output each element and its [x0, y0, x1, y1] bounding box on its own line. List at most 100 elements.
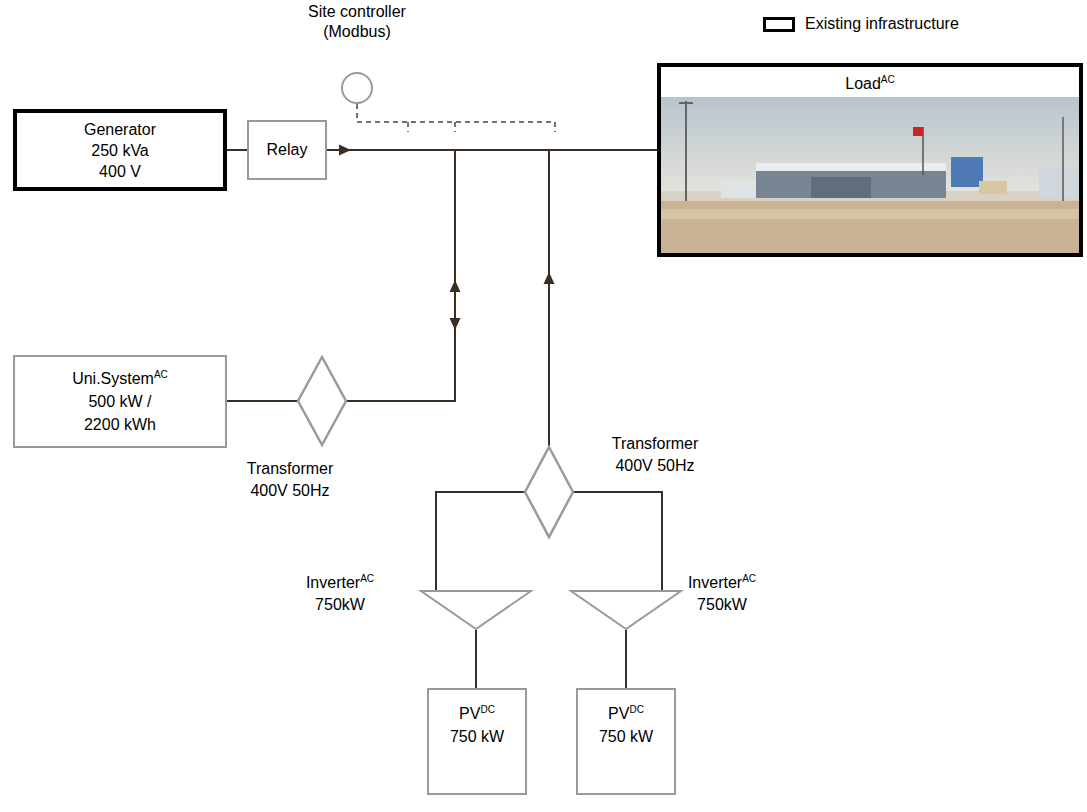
container [1039, 167, 1079, 198]
pv-array-box: PVDC750 kW [576, 688, 676, 795]
current-type: DC [480, 704, 494, 715]
shape-label: InverterAC 750kW [306, 572, 374, 616]
text-row: 750 kW [450, 725, 504, 748]
shape-label: Transformer 400V 50Hz [235, 458, 345, 502]
node-text: Load [845, 75, 881, 92]
legend-text: Existing infrastructure [805, 14, 959, 34]
text-row: Site controller (Modbus) [302, 2, 412, 42]
power-line [544, 150, 658, 446]
shape-label: InverterAC 750kW [688, 572, 756, 616]
transformer-symbol [298, 357, 346, 445]
node-text: Generator 250 kVa 400 V [78, 119, 162, 182]
node-text: Uni.System [72, 370, 154, 387]
arrowhead [544, 272, 555, 284]
text-row: InverterAC [688, 572, 756, 594]
legend: Existing infrastructure [763, 14, 959, 34]
node-text: PV [608, 705, 629, 722]
text-row: PVDC [459, 702, 495, 725]
node-text: Inverter [688, 574, 742, 591]
connector-line [227, 149, 247, 151]
inverter-symbol [571, 591, 681, 629]
inverter-symbol [421, 591, 531, 629]
controller-symbol [342, 73, 372, 103]
text-row: Transformer 400V 50Hz [600, 433, 710, 477]
building-wall [811, 177, 871, 198]
current-type: AC [360, 573, 374, 584]
text-holder: PVDC750 kW [450, 702, 504, 748]
text-holder: Relay [267, 140, 308, 160]
current-type: AC [154, 369, 168, 380]
shape-outline [524, 446, 574, 538]
node-text: PV [459, 705, 480, 722]
node-text: Transformer 400V 50Hz [235, 458, 345, 502]
node-text: 500 kW / 2200 kWh [75, 390, 165, 436]
roof [756, 163, 946, 172]
power-line [227, 401, 297, 402]
text-row: Generator 250 kVa 400 V [78, 119, 162, 182]
connector-line [436, 492, 524, 590]
current-type: AC [881, 74, 895, 85]
lamp-post [1062, 117, 1064, 201]
site-photo [661, 97, 1079, 254]
power-line [626, 630, 627, 688]
power-line [347, 150, 657, 401]
pv-array-box: PVDC750 kW [427, 688, 527, 795]
connector-line [574, 492, 662, 590]
legend-swatch [763, 17, 795, 32]
generator-box: Generator 250 kVa 400 V [13, 109, 227, 191]
text-row: PVDC [608, 702, 644, 725]
text-row: 750kW [697, 594, 747, 616]
text-holder: PVDC750 kW [599, 702, 653, 748]
text-row: Transformer 400V 50Hz [235, 458, 345, 502]
modbus-line [357, 104, 555, 132]
node-text: Site controller (Modbus) [302, 2, 412, 42]
text-holder: Uni.SystemAC500 kW / 2200 kWh [72, 367, 168, 436]
container [721, 179, 761, 198]
node-text: Transformer 400V 50Hz [600, 433, 710, 477]
node-text: Inverter [306, 574, 360, 591]
shape-outline [297, 356, 347, 446]
node-text: 750kW [697, 596, 747, 613]
road [661, 209, 1079, 219]
lamp-post [679, 102, 693, 104]
arrowhead [450, 280, 461, 292]
connector-line [625, 630, 627, 688]
car [979, 181, 1007, 194]
text-row: 500 kW / 2200 kWh [75, 390, 165, 436]
transformer-diamond: Transformer 400V 50Hz [297, 356, 347, 446]
transformer-symbol [525, 447, 573, 537]
connector-line [549, 150, 657, 446]
text-row: Relay [267, 140, 308, 160]
load-box: LoadAC [657, 63, 1083, 257]
power-line [227, 150, 247, 151]
connector-line [475, 630, 477, 688]
power-line [476, 630, 477, 688]
arrowhead [450, 318, 461, 330]
text-row: LoadAC [845, 73, 895, 95]
lamp-post [685, 101, 687, 201]
current-type: DC [629, 704, 643, 715]
ground [661, 201, 1079, 254]
sky [661, 97, 1079, 197]
storage-box: Uni.SystemAC500 kW / 2200 kWh [13, 355, 227, 448]
text-row: 750kW [315, 594, 365, 616]
text-holder: Generator 250 kVa 400 V [78, 119, 162, 182]
legend-entry: Existing infrastructure [763, 14, 959, 34]
shape-outline [420, 590, 532, 630]
shape-outline [570, 590, 682, 630]
building [756, 171, 946, 198]
connector-line [347, 150, 657, 401]
text-row: InverterAC [306, 572, 374, 594]
flag [913, 127, 923, 136]
shape-label: Site controller (Modbus) [302, 2, 412, 42]
text-row: Uni.SystemAC [72, 367, 168, 390]
current-type: AC [742, 573, 756, 584]
power-line [436, 492, 524, 590]
transformer-diamond: Transformer 400V 50Hz [524, 446, 574, 538]
sign-board [951, 157, 983, 187]
node-text: 750kW [315, 596, 365, 613]
relay-box: Relay [247, 120, 327, 180]
connector-line [227, 400, 297, 402]
